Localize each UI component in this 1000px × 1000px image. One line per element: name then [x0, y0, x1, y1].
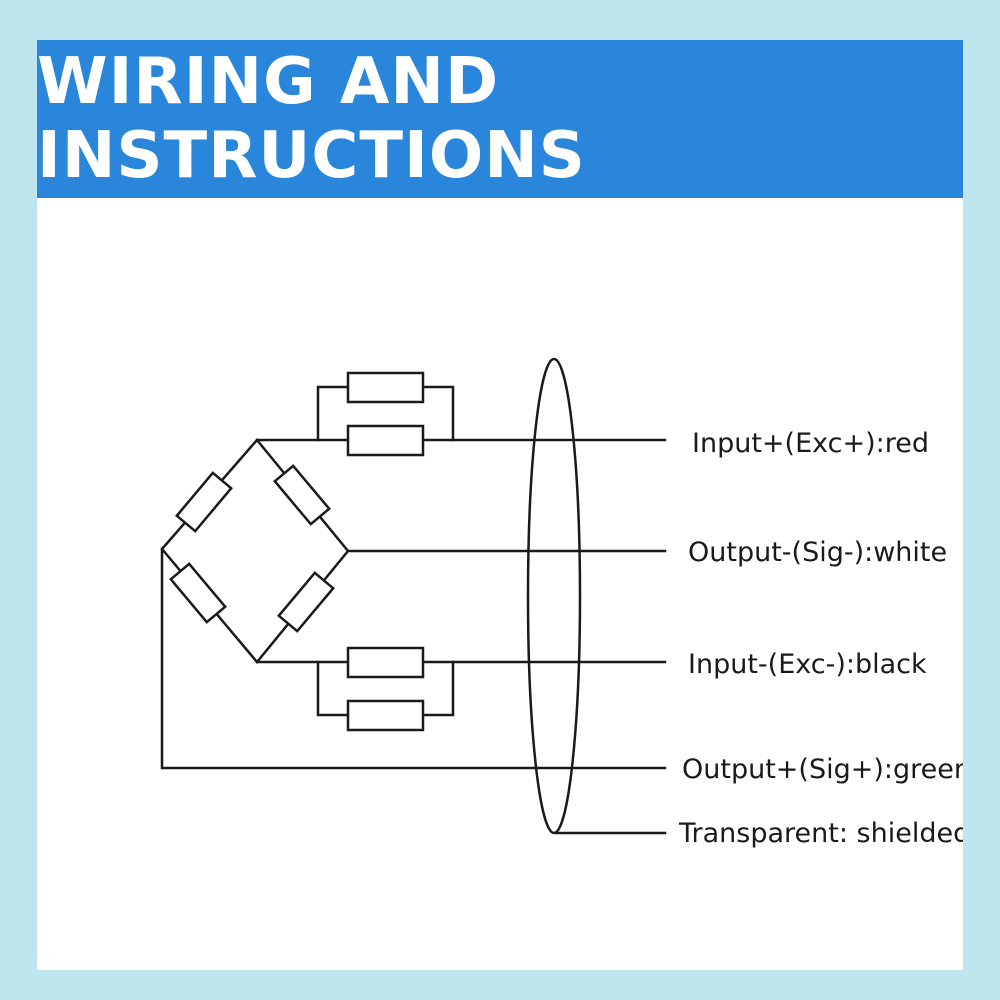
wire-label-input-plus: Input+(Exc+):red	[692, 428, 929, 459]
resistor-arm-lower-left	[169, 562, 227, 624]
wire-label-output-plus: Output+(Sig+):green	[682, 754, 971, 785]
title-banner: WIRING AND INSTRUCTIONS	[37, 40, 963, 198]
resistor-top-lower	[346, 424, 425, 457]
resistor-bottom-lower	[346, 699, 425, 732]
shield-ellipse	[526, 357, 582, 835]
resistor-arm-lower-right	[277, 571, 335, 633]
resistor-top-upper	[346, 371, 425, 404]
page-title: WIRING AND INSTRUCTIONS	[37, 45, 586, 193]
resistor-bottom-upper	[346, 646, 425, 679]
bridge-diamond	[160, 438, 350, 664]
wire-label-input-minus: Input-(Exc-):black	[688, 649, 927, 680]
left-return-wire	[160, 547, 667, 770]
wire-label-output-minus: Output-(Sig-):white	[688, 537, 947, 568]
wire-label-shield: Transparent: shielded	[678, 818, 970, 849]
resistor-arm-upper-right	[273, 464, 331, 526]
resistor-arm-upper-left	[175, 471, 233, 533]
